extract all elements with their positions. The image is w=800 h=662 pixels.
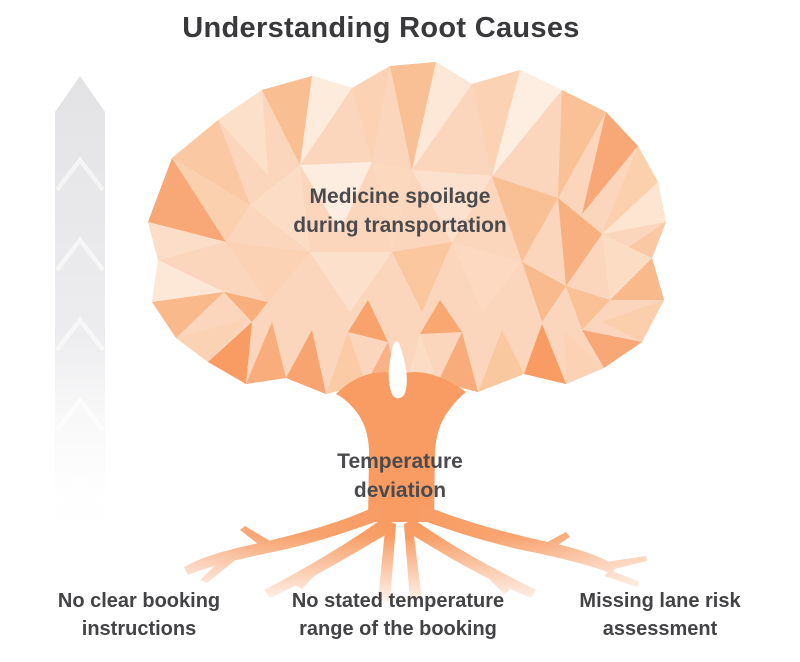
canopy-label-line2: during transportation bbox=[293, 213, 507, 237]
tree-trunk bbox=[336, 341, 466, 522]
page-title: Understanding Root Causes bbox=[182, 12, 580, 44]
root-cause-2-line2: range of the booking bbox=[299, 618, 497, 640]
tree-canopy bbox=[148, 62, 666, 398]
canopy-silhouette bbox=[148, 62, 666, 398]
root-cause-label-3: Missing lane risk assessment bbox=[579, 587, 740, 643]
canopy-label: Medicine spoilage during transportation bbox=[293, 183, 507, 241]
root-cause-3-line1: Missing lane risk bbox=[579, 590, 741, 612]
trunk-label: Temperature deviation bbox=[337, 448, 463, 506]
trunk-label-line1: Temperature bbox=[337, 450, 463, 473]
root-fade-overlay bbox=[130, 536, 690, 616]
chevron-up-icons bbox=[55, 156, 105, 507]
root-cause-2-line1: No stated temperature bbox=[291, 590, 505, 612]
root-cause-1-line1: No clear booking bbox=[57, 590, 221, 612]
canopy-label-line1: Medicine spoilage bbox=[309, 185, 491, 208]
up-arrow-graphic bbox=[55, 76, 105, 548]
root-cause-label-1: No clear booking instructions bbox=[58, 587, 220, 643]
trunk-label-line2: deviation bbox=[353, 478, 447, 502]
root-cause-label-2: No stated temperature range of the booki… bbox=[292, 587, 504, 643]
root-cause-1-line2: instructions bbox=[81, 618, 197, 640]
trunk-notch bbox=[388, 341, 407, 399]
canopy-facets bbox=[148, 62, 666, 398]
root-cause-3-line2: assessment bbox=[602, 618, 718, 640]
